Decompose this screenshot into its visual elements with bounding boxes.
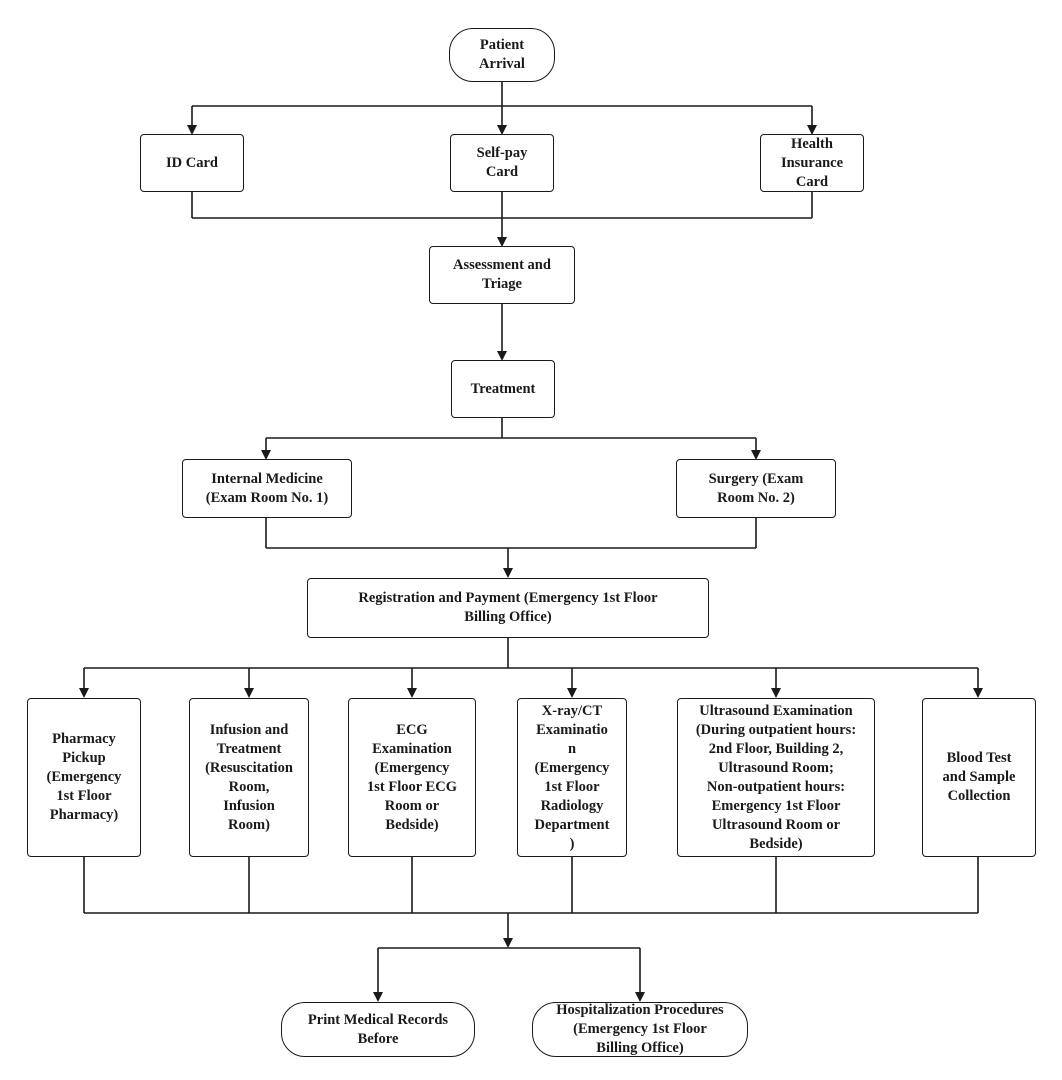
hospitalization-node: Hospitalization Procedures (Emergency 1s… — [532, 1002, 748, 1057]
ultrasound-node: Ultrasound Examination (During outpatien… — [677, 698, 875, 857]
treatment-node: Treatment — [451, 360, 555, 418]
ecg-examination-node: ECG Examination (Emergency 1st Floor ECG… — [348, 698, 476, 857]
xray-ct-node: X-ray/CT Examinatio n (Emergency 1st Flo… — [517, 698, 627, 857]
internal-medicine-node: Internal Medicine (Exam Room No. 1) — [182, 459, 352, 518]
print-records-node: Print Medical Records Before — [281, 1002, 475, 1057]
assessment-triage-node: Assessment and Triage — [429, 246, 575, 304]
infusion-treatment-node: Infusion and Treatment (Resuscitation Ro… — [189, 698, 309, 857]
pharmacy-pickup-node: Pharmacy Pickup (Emergency 1st Floor Pha… — [27, 698, 141, 857]
patient-arrival-node: Patient Arrival — [449, 28, 555, 82]
id-card-node: ID Card — [140, 134, 244, 192]
self-pay-card-node: Self-pay Card — [450, 134, 554, 192]
blood-test-node: Blood Test and Sample Collection — [922, 698, 1036, 857]
health-insurance-card-node: Health Insurance Card — [760, 134, 864, 192]
surgery-node: Surgery (Exam Room No. 2) — [676, 459, 836, 518]
registration-payment-node: Registration and Payment (Emergency 1st … — [307, 578, 709, 638]
